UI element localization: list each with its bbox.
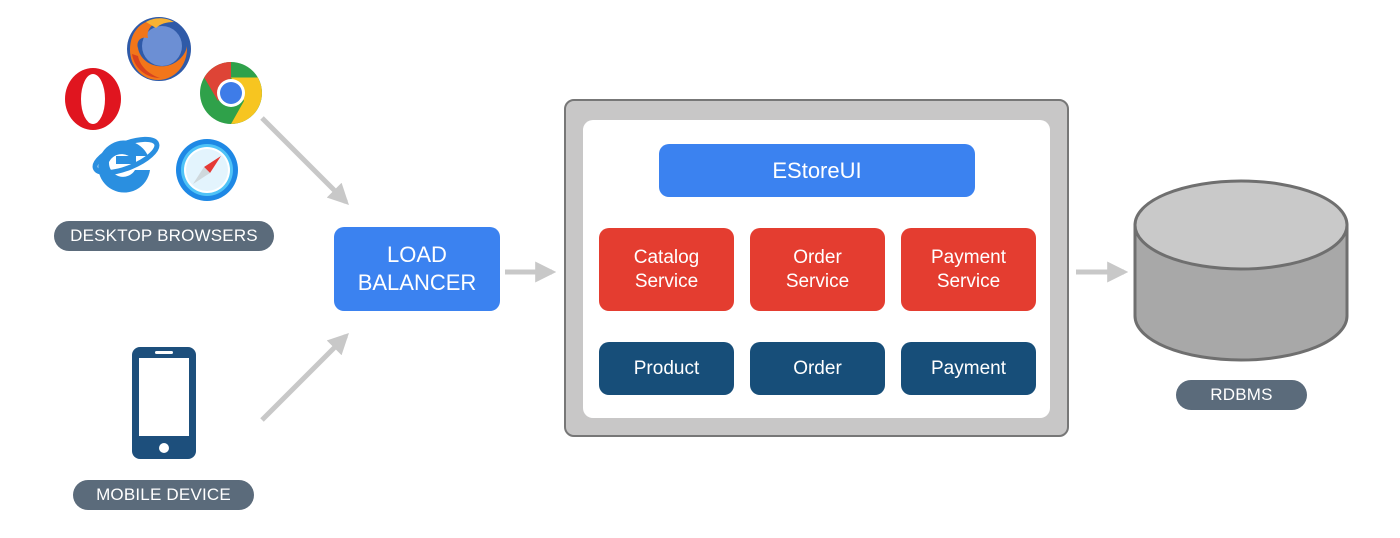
payment-service-box: Payment Service xyxy=(901,228,1036,311)
desktop-browsers-label: DESKTOP BROWSERS xyxy=(54,221,274,251)
firefox-icon xyxy=(127,17,191,81)
internet-explorer-icon xyxy=(92,136,160,193)
order-service-box: Order Service xyxy=(750,228,885,311)
order-model-box: Order xyxy=(750,342,885,395)
order-service-line-2: Service xyxy=(785,270,850,292)
catalog-service-line-2: Service xyxy=(634,270,699,292)
load-balancer-line-1: LOAD xyxy=(387,242,447,267)
load-balancer-box: LOAD BALANCER xyxy=(334,227,500,311)
database-icon xyxy=(1133,179,1349,362)
safari-icon xyxy=(176,139,238,201)
arrow-mobile-to-lb xyxy=(260,333,349,422)
arrow-browsers-to-lb xyxy=(260,116,349,205)
smartphone-icon xyxy=(132,347,196,459)
opera-icon xyxy=(65,68,121,130)
catalog-service-box: Catalog Service xyxy=(599,228,734,311)
payment-service-line-2: Service xyxy=(936,270,1001,292)
load-balancer-line-2: BALANCER xyxy=(357,270,477,295)
estore-ui-box: EStoreUI xyxy=(659,144,975,197)
mobile-device-label: MOBILE DEVICE xyxy=(73,480,254,510)
payment-service-line-1: Payment xyxy=(931,246,1006,268)
catalog-service-line-1: Catalog xyxy=(633,246,700,268)
order-service-line-1: Order xyxy=(793,246,842,268)
rdbms-label: RDBMS xyxy=(1176,380,1307,410)
product-model-box: Product xyxy=(599,342,734,395)
payment-model-box: Payment xyxy=(901,342,1036,395)
chrome-icon xyxy=(200,62,262,124)
